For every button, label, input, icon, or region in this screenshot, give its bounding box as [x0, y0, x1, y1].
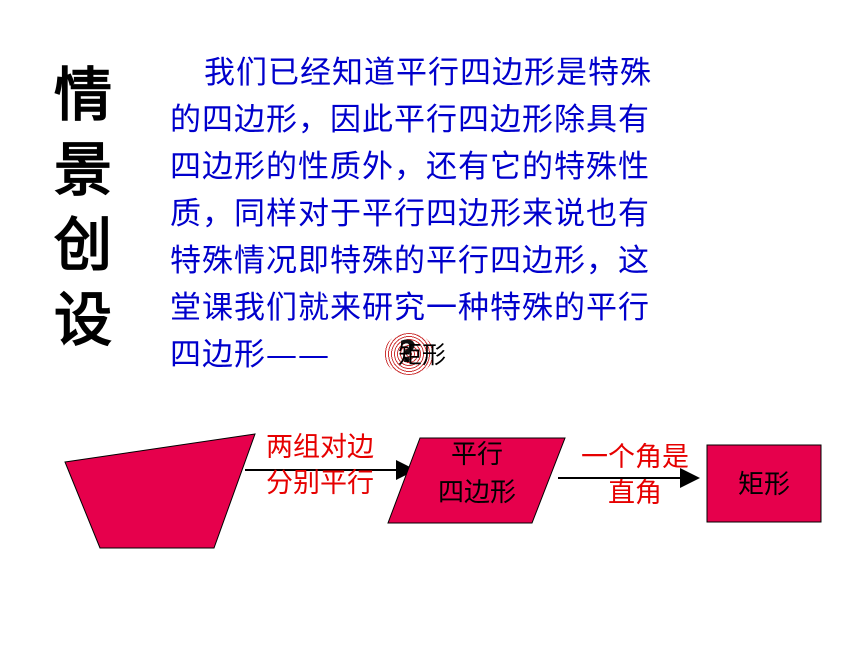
- intro-paragraph: 我们已经知道平行四边形是特殊 的四边形，因此平行四边形除具有 四边形的性质外，还…: [170, 50, 750, 379]
- section-title-char: 情: [53, 61, 112, 129]
- intro-line: 堂课我们就来研究一种特殊的平行: [170, 290, 650, 326]
- condition-right-angle: 一个角是 直角: [581, 442, 689, 509]
- section-title-char: 创: [53, 211, 112, 279]
- question-icon: ?: [384, 333, 434, 375]
- intro-line: 我们已经知道平行四边形是特殊: [204, 55, 652, 91]
- section-title-char: 景: [53, 136, 112, 204]
- rectangle-shape: [706, 444, 822, 523]
- intro-line: 四边形——: [170, 337, 330, 373]
- intro-line: 质，同样对于平行四边形来说也有: [170, 196, 650, 232]
- intro-line: 四边形的性质外，还有它的特殊性: [170, 149, 650, 185]
- intro-line: 特殊情况即特殊的平行四边形，这: [170, 243, 650, 279]
- section-title: 情 景 创 设: [52, 58, 114, 358]
- question-answer-word: 矩形: [398, 341, 446, 369]
- quadrilateral-shape: [64, 433, 256, 549]
- parallelogram-label: 平行 四边形: [437, 440, 516, 508]
- rectangle-label: 矩形: [737, 470, 790, 500]
- condition-parallel-sides: 两组对边 分别平行: [266, 432, 374, 499]
- section-title-char: 设: [53, 286, 112, 354]
- parallelogram-shape: [387, 437, 566, 524]
- intro-line: 的四边形，因此平行四边形除具有: [170, 102, 650, 138]
